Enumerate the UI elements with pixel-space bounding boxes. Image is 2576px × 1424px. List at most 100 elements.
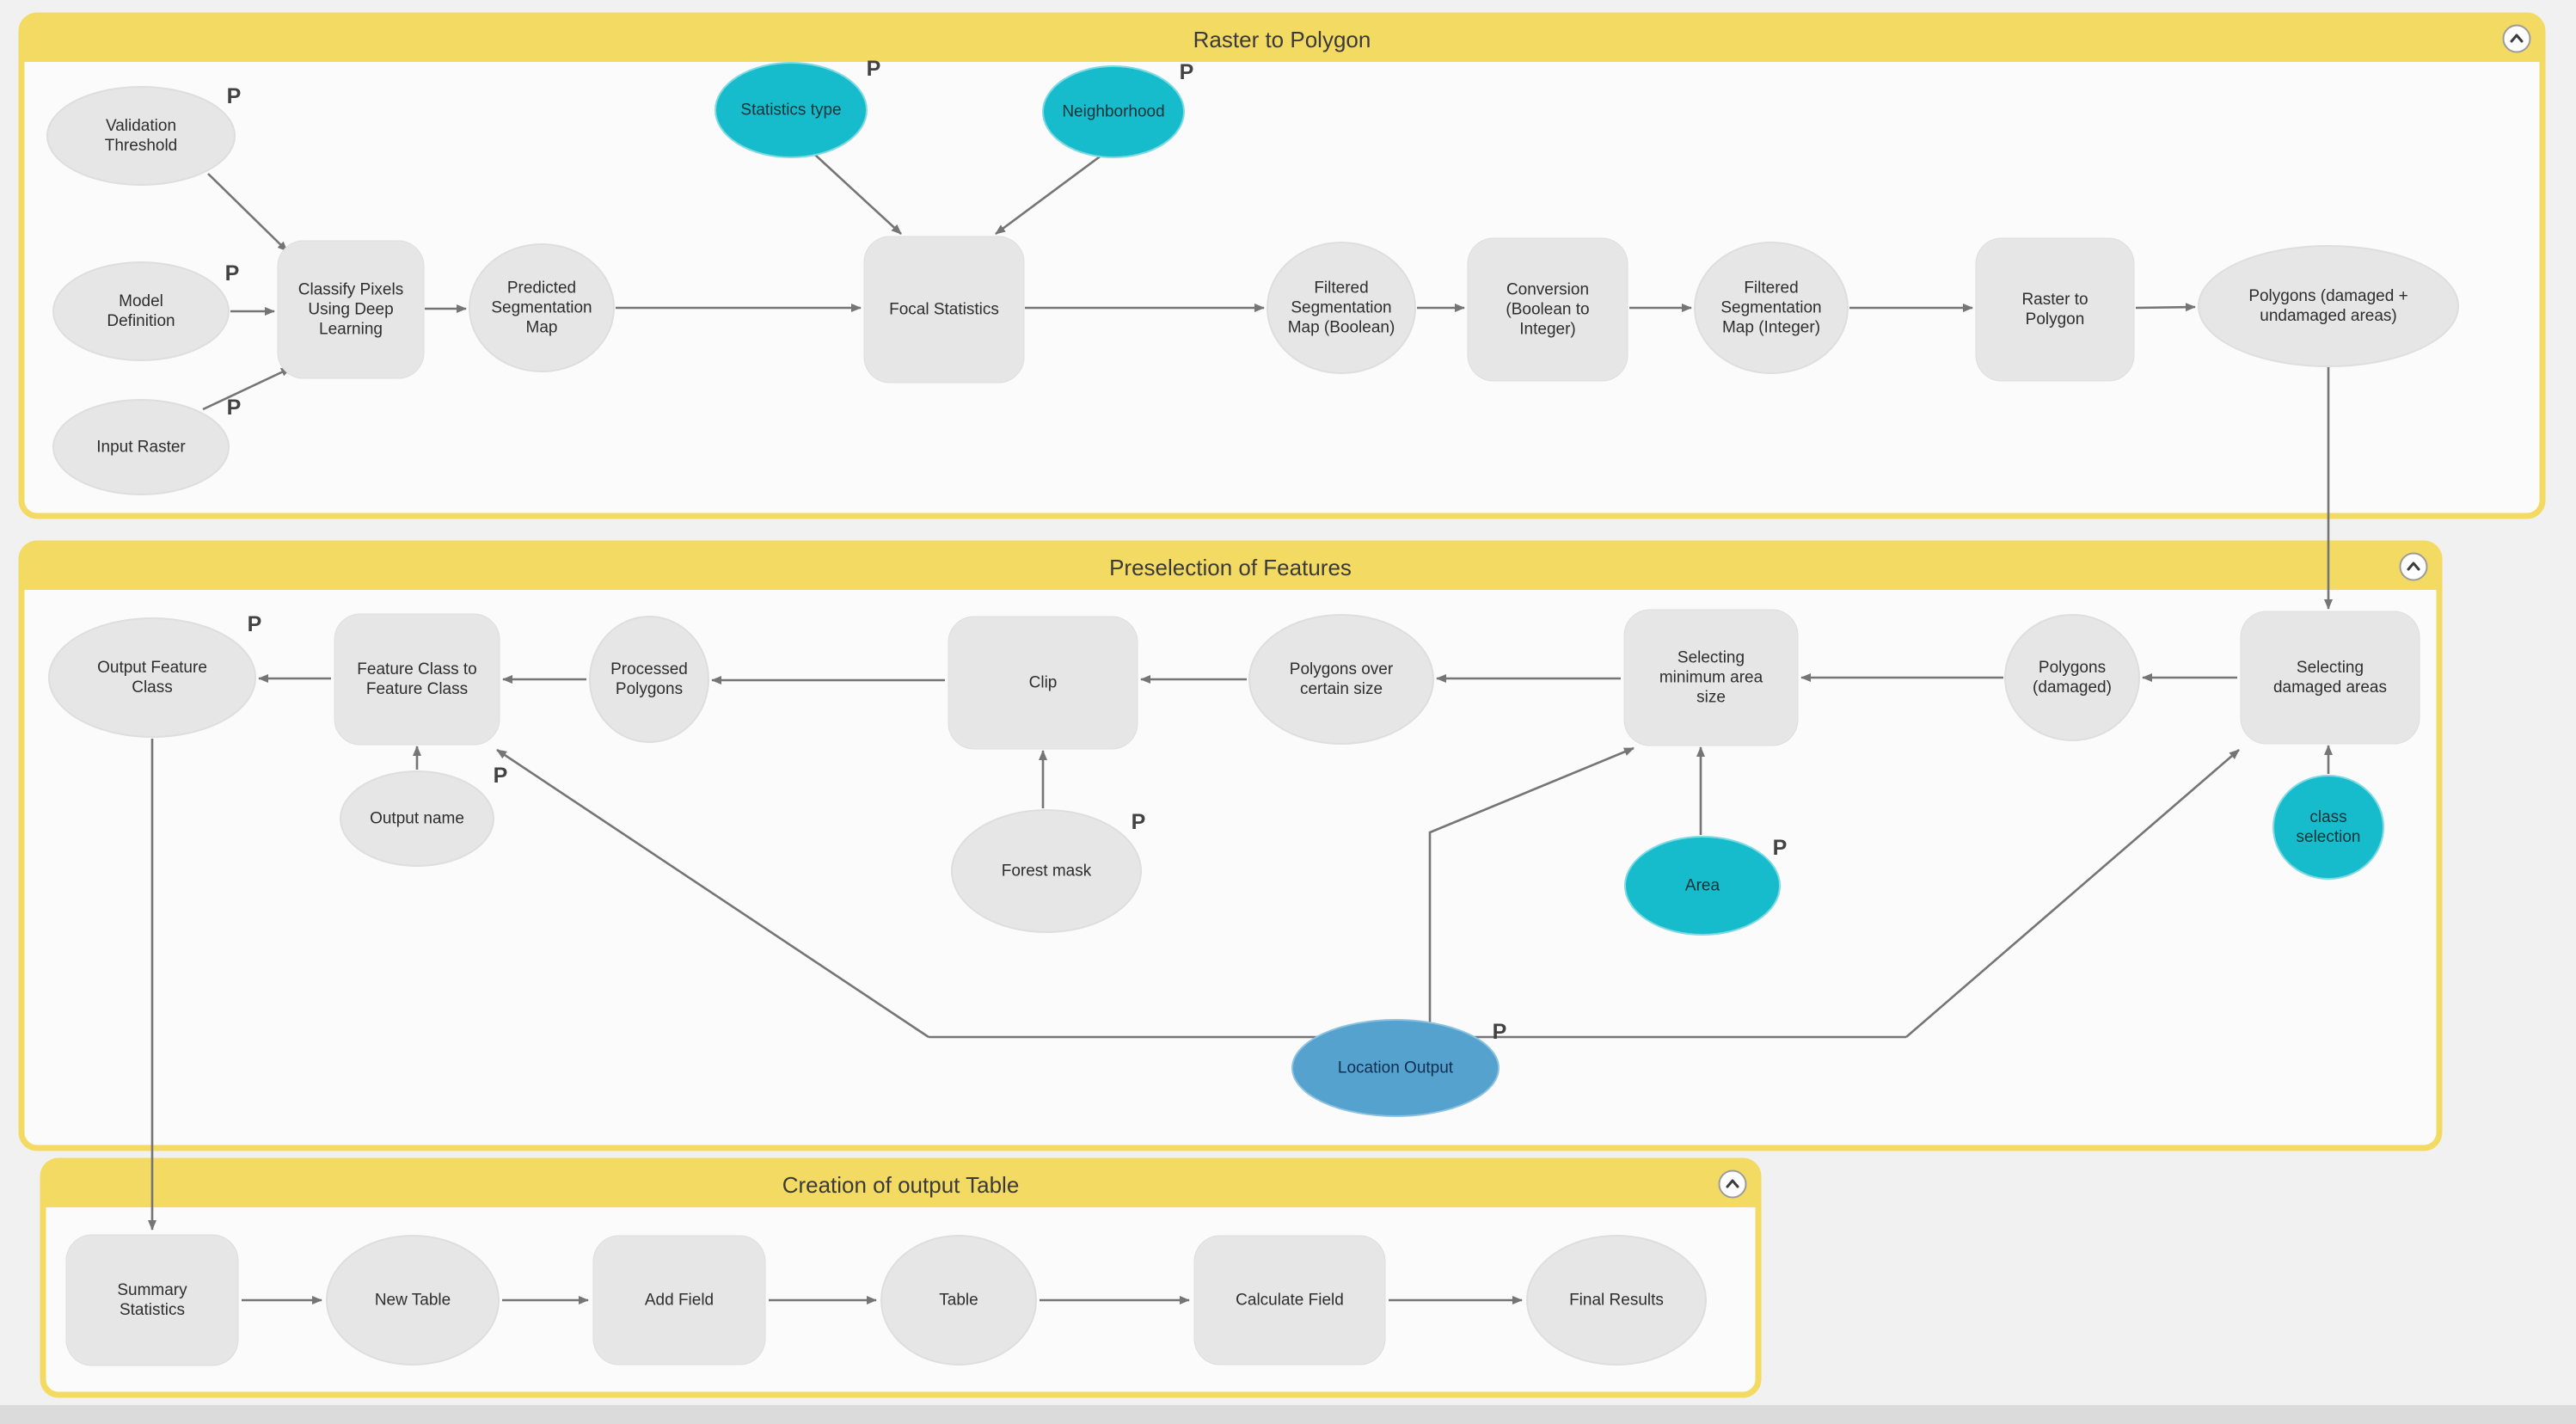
tool-node-shape[interactable] <box>1193 1235 1386 1366</box>
param-node-shape[interactable] <box>1624 836 1781 936</box>
group-header <box>43 1161 1758 1207</box>
node-label: Calculate Field <box>1236 1292 1344 1310</box>
node-label: Polygons (damaged +undamaged areas) <box>2248 287 2407 325</box>
data-node-shape[interactable] <box>52 261 230 361</box>
tool-node-shape[interactable] <box>948 616 1138 750</box>
data-node-shape[interactable] <box>2004 614 2140 741</box>
data-node-shape[interactable] <box>46 86 236 186</box>
tool-node-shape[interactable] <box>65 1234 239 1366</box>
tool-node-shape[interactable] <box>592 1235 766 1366</box>
collapse-group-icon[interactable] <box>2399 552 2428 581</box>
data-node-shape[interactable] <box>1526 1235 1707 1366</box>
data-node-shape[interactable] <box>2198 245 2459 367</box>
collapse-group-icon[interactable] <box>1718 1169 1747 1199</box>
data-node-shape[interactable] <box>1267 242 1416 374</box>
data-node-shape[interactable] <box>1248 614 1434 745</box>
node-label: Add Field <box>645 1292 714 1310</box>
node-label: Table <box>939 1292 978 1310</box>
edge-neighborhood--focal-statistics <box>995 153 1103 236</box>
group-title: Creation of output Table <box>782 1172 1020 1198</box>
tool-node-shape[interactable] <box>1975 237 2135 382</box>
data-node-shape[interactable] <box>48 617 256 738</box>
data-node-shape[interactable] <box>326 1235 500 1366</box>
data-node-shape[interactable] <box>52 399 230 495</box>
parameter-badge: P <box>227 84 242 108</box>
node-add-field[interactable]: Add Field <box>592 1235 766 1366</box>
parameter-badge: P <box>1493 1020 1507 1044</box>
node-label: Statistics type <box>740 101 841 120</box>
edge-location-output--feature-class-to-feature-class <box>496 748 929 1039</box>
param-node-shape[interactable] <box>715 62 868 158</box>
node-statistics-type[interactable]: Statistics type P <box>715 57 881 158</box>
group-title: Preselection of Features <box>1109 555 1352 580</box>
collapse-group-icon[interactable] <box>2502 24 2531 53</box>
data-node-shape[interactable] <box>880 1235 1037 1366</box>
tool-node-shape[interactable] <box>863 236 1025 384</box>
tool-node-shape[interactable] <box>1467 237 1628 382</box>
node-final-results[interactable]: Final Results <box>1526 1235 1707 1366</box>
edge-location-output--selecting-minimum-area-size <box>1428 746 1635 1037</box>
parameter-badge: P <box>225 261 240 285</box>
param-node-shape[interactable] <box>2272 775 2384 880</box>
tool-node-shape[interactable] <box>334 613 500 746</box>
data-node-shape[interactable] <box>589 616 709 743</box>
node-polygons-damaged[interactable]: Polygons(damaged) <box>2004 614 2140 741</box>
data-node-shape[interactable] <box>340 770 494 867</box>
tool-node-shape[interactable] <box>2240 611 2420 745</box>
node-calculate-field[interactable]: Calculate Field <box>1193 1235 1386 1366</box>
data-node-shape[interactable] <box>469 243 615 372</box>
param-node-shape[interactable] <box>1042 65 1185 158</box>
node-label: Area <box>1685 877 1720 895</box>
tool-node-shape[interactable] <box>1623 609 1799 746</box>
parameter-badge: P <box>1132 810 1146 834</box>
bottom-bar <box>0 1405 2576 1424</box>
node-focal-statistics[interactable]: Focal Statistics <box>863 236 1025 384</box>
data-node-shape[interactable] <box>1694 242 1849 374</box>
node-new-table[interactable]: New Table <box>326 1235 500 1366</box>
node-label: Final Results <box>1569 1292 1664 1310</box>
group-header <box>21 543 2439 590</box>
node-label: Focal Statistics <box>889 301 999 319</box>
node-table[interactable]: Table <box>880 1235 1037 1366</box>
parameter-badge: P <box>1180 60 1194 84</box>
parameter-badge: P <box>867 57 881 81</box>
tool-node-shape[interactable] <box>277 240 425 379</box>
group-raster-to-polygon: Raster to Polygon <box>18 12 2546 519</box>
data-node-shape[interactable] <box>951 809 1142 933</box>
node-polygons-damaged-undamaged[interactable]: Polygons (damaged +undamaged areas) <box>2198 245 2459 367</box>
node-label: Forest mask <box>1002 862 1092 881</box>
node-label: Input Raster <box>96 439 186 457</box>
node-clip[interactable]: Clip <box>948 616 1138 750</box>
location-node-shape[interactable] <box>1291 1019 1500 1117</box>
node-label: Clip <box>1029 674 1058 692</box>
node-forest-mask[interactable]: Forest mask P <box>951 809 1146 933</box>
